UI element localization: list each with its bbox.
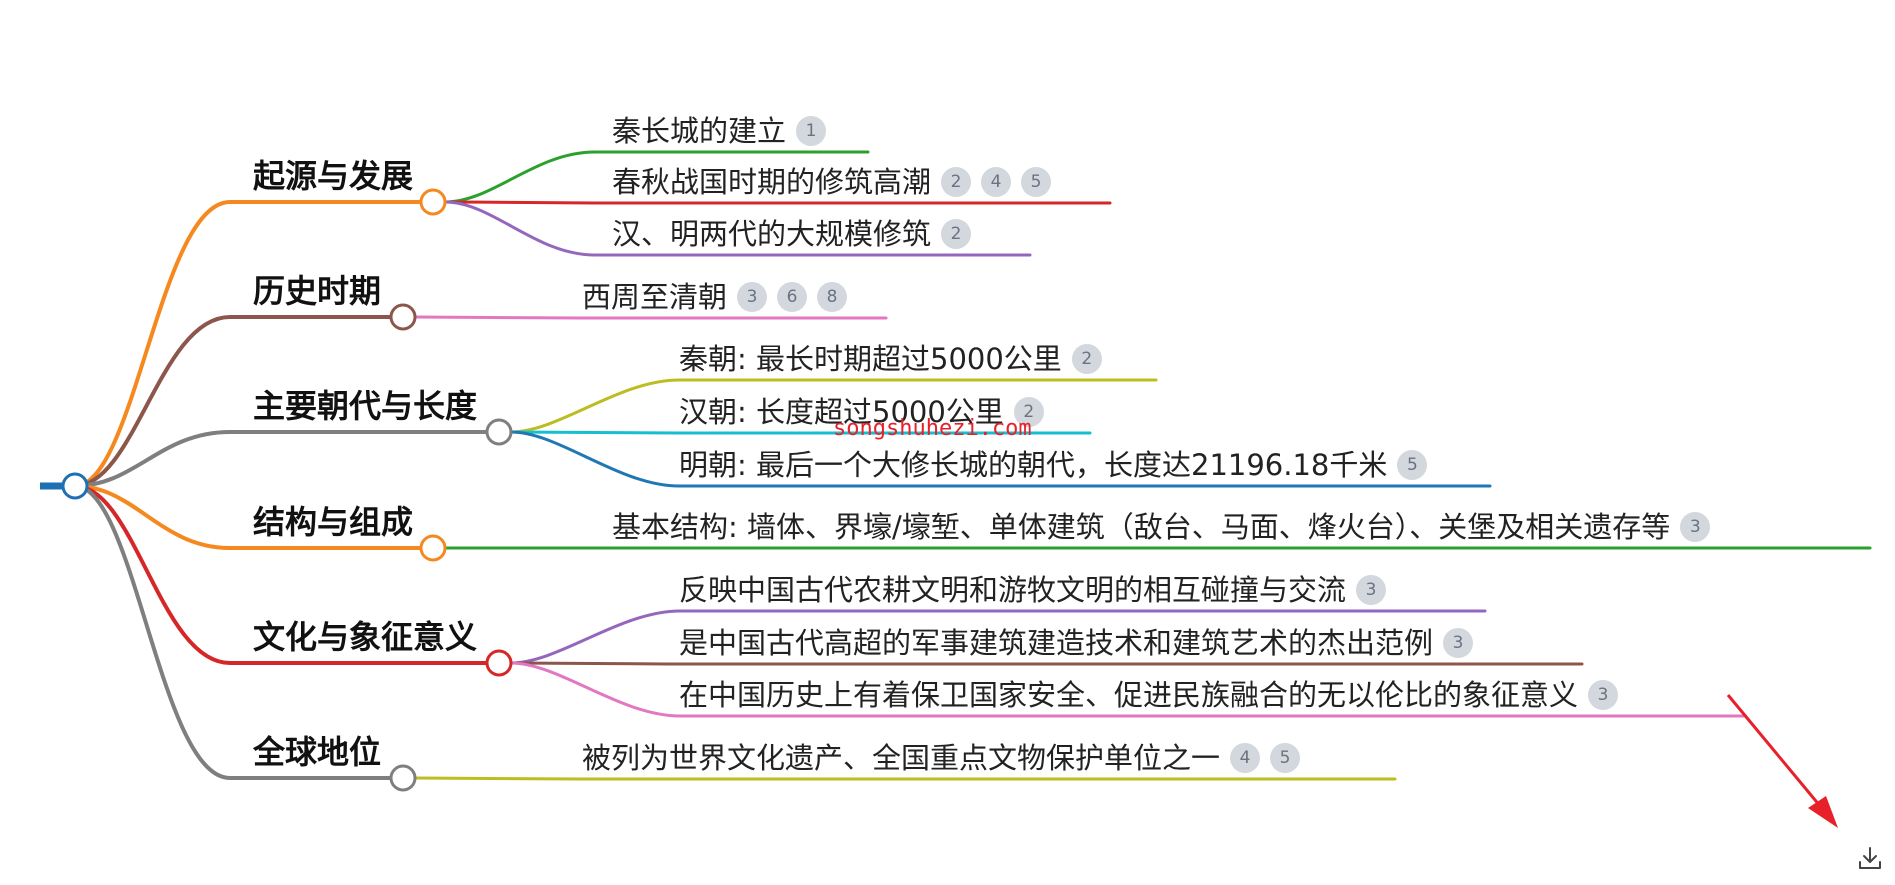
citation-badge[interactable]: 2	[941, 219, 972, 249]
leaf-link	[509, 430, 1492, 488]
branch-label[interactable]: 起源与发展	[253, 157, 414, 195]
branch-node-circle[interactable]	[485, 649, 513, 677]
leaf-text: 明朝: 最后一个大修长城的朝代，长度达21196.18千米	[679, 448, 1388, 482]
leaf-text: 西周至清朝	[582, 280, 728, 314]
annotation-arrowhead	[1808, 796, 1838, 828]
branch-link	[73, 430, 489, 488]
leaf-link	[413, 315, 888, 320]
citation-badge[interactable]: 3	[1588, 680, 1619, 710]
leaf-link	[509, 609, 1487, 665]
citation-badge[interactable]: 1	[796, 116, 827, 146]
leaf-text: 在中国历史上有着保卫国家安全、促进民族融合的无以伦比的象征意义	[679, 678, 1579, 712]
branch-link	[73, 484, 489, 665]
citation-badge[interactable]: 6	[777, 282, 808, 312]
branch-link	[73, 484, 393, 780]
leaf-link	[443, 150, 870, 204]
watermark-text: songshuhezi.com	[833, 416, 1032, 441]
citation-badge[interactable]: 3	[1443, 628, 1474, 658]
leaf-node[interactable]: 汉、明两代的大规模修筑 2	[612, 215, 972, 253]
leaf-link	[443, 200, 1112, 205]
branch-link	[73, 484, 423, 550]
citation-badge[interactable]: 5	[1397, 450, 1428, 480]
branch-label[interactable]: 全球地位	[253, 733, 382, 771]
leaf-node[interactable]: 汉朝: 长度超过5000公里 2	[679, 393, 1044, 431]
download-icon	[1859, 847, 1881, 869]
leaf-link	[443, 200, 1032, 257]
leaf-node[interactable]: 是中国古代高超的军事建筑建造技术和建筑艺术的杰出范例 3	[679, 624, 1474, 662]
branch-link	[73, 315, 393, 488]
citation-badge[interactable]: 2	[941, 167, 972, 197]
citation-badge[interactable]: 5	[1270, 743, 1301, 773]
citation-badge[interactable]: 5	[1021, 167, 1052, 197]
leaf-node[interactable]: 明朝: 最后一个大修长城的朝代，长度达21196.18千米 5	[679, 446, 1428, 484]
leaf-text: 是中国古代高超的军事建筑建造技术和建筑艺术的杰出范例	[679, 626, 1434, 660]
annotation-arrow	[1726, 694, 1832, 819]
root-node-circle[interactable]	[61, 472, 89, 500]
branch-label[interactable]: 主要朝代与长度	[253, 387, 478, 425]
leaf-link	[509, 661, 1747, 718]
leaf-link	[413, 776, 1397, 781]
leaf-text: 反映中国古代农耕文明和游牧文明的相互碰撞与交流	[679, 573, 1347, 607]
leaf-node[interactable]: 在中国历史上有着保卫国家安全、促进民族融合的无以伦比的象征意义 3	[679, 676, 1619, 714]
leaf-node[interactable]: 基本结构: 墙体、界壕/壕堑、单体建筑（敌台、马面、烽火台）、关堡及相关遗存等 3	[612, 508, 1711, 546]
leaf-text: 被列为世界文化遗产、全国重点文物保护单位之一	[582, 741, 1221, 775]
leaf-node[interactable]: 反映中国古代农耕文明和游牧文明的相互碰撞与交流 3	[679, 571, 1387, 609]
leaf-text: 汉朝: 长度超过5000公里	[679, 395, 1004, 429]
leaf-text: 基本结构: 墙体、界壕/壕堑、单体建筑（敌台、马面、烽火台）、关堡及相关遗存等	[612, 510, 1671, 544]
citation-badge[interactable]: 3	[1356, 575, 1387, 605]
branch-link	[73, 200, 423, 488]
leaf-text: 春秋战国时期的修筑高潮	[612, 165, 932, 199]
citation-badge[interactable]: 4	[1230, 743, 1261, 773]
branch-node-circle[interactable]	[485, 418, 513, 446]
leaf-node[interactable]: 秦长城的建立 1	[612, 112, 827, 150]
leaf-text: 汉、明两代的大规模修筑	[612, 217, 932, 251]
citation-badge[interactable]: 2	[1013, 397, 1044, 427]
download-button[interactable]	[1855, 843, 1885, 873]
branch-node-circle[interactable]	[419, 534, 447, 562]
leaf-link	[509, 661, 1584, 666]
citation-badge[interactable]: 4	[981, 167, 1012, 197]
leaf-node[interactable]: 秦朝: 最长时期超过5000公里 2	[679, 340, 1102, 378]
branch-node-circle[interactable]	[419, 188, 447, 216]
citation-badge[interactable]: 2	[1071, 344, 1102, 374]
citation-badge[interactable]: 3	[1680, 512, 1711, 542]
branch-label[interactable]: 文化与象征意义	[253, 618, 478, 656]
branch-node-circle[interactable]	[389, 764, 417, 792]
branch-label[interactable]: 历史时期	[253, 272, 382, 310]
citation-badge[interactable]: 8	[817, 282, 848, 312]
branch-label[interactable]: 结构与组成	[253, 503, 414, 541]
citation-badge[interactable]: 3	[737, 282, 768, 312]
leaf-link	[509, 430, 1092, 435]
branch-node-circle[interactable]	[389, 303, 417, 331]
leaf-text: 秦长城的建立	[612, 114, 787, 148]
leaf-text: 秦朝: 最长时期超过5000公里	[679, 342, 1062, 376]
leaf-link	[509, 378, 1158, 434]
